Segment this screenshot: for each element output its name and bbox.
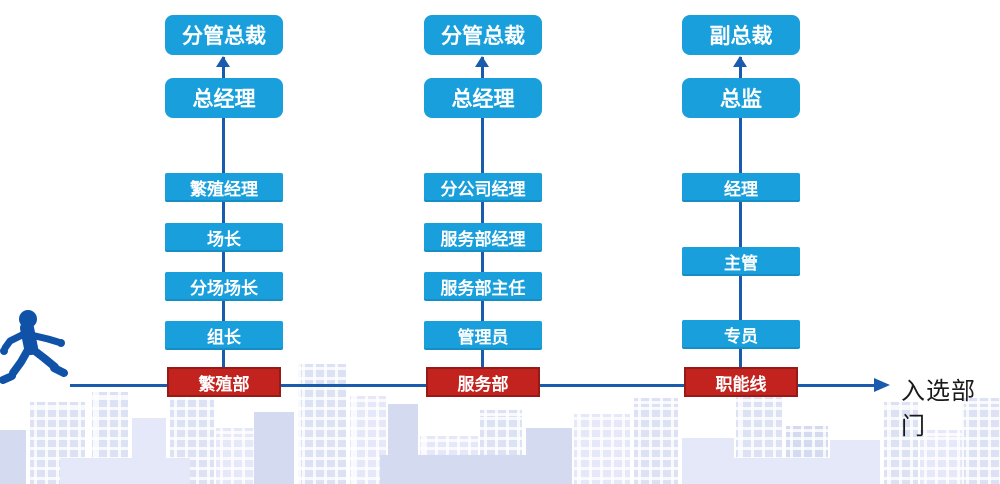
- node-col3-mid3: 专员: [682, 320, 800, 349]
- node-col2-mid2: 服务部经理: [424, 223, 542, 252]
- department-col3: 职能线: [684, 367, 798, 397]
- arrow-up-icon: [733, 56, 747, 67]
- axis-label: 入选部门: [901, 378, 976, 440]
- node-col1-top1: 分管总裁: [165, 15, 283, 55]
- arrow-up-icon: [475, 56, 489, 67]
- node-col2-mid4: 管理员: [424, 321, 542, 350]
- node-col1-mid1: 繁殖经理: [165, 173, 283, 202]
- building: [884, 402, 918, 484]
- building: [60, 458, 190, 484]
- node-col3-mid2: 主管: [682, 247, 800, 276]
- department-col1: 繁殖部: [167, 367, 281, 397]
- node-col1-mid4: 组长: [165, 321, 283, 350]
- node-col2-top1: 分管总裁: [424, 15, 542, 55]
- node-col3-top2: 总监: [682, 78, 800, 118]
- ladder-line-1: [222, 57, 225, 386]
- building: [298, 364, 346, 484]
- building: [920, 430, 964, 484]
- building: [634, 398, 678, 484]
- department-col2: 服务部: [426, 367, 540, 397]
- node-col1-mid3: 分场场长: [165, 272, 283, 301]
- node-col2-mid3: 服务部主任: [424, 272, 542, 301]
- node-col1-mid2: 场长: [165, 223, 283, 252]
- building: [574, 414, 630, 484]
- ladder-line-2: [481, 57, 484, 386]
- node-col1-top2: 总经理: [165, 78, 283, 118]
- arrow-up-icon: [216, 56, 230, 67]
- arrow-right-icon: [874, 378, 890, 392]
- node-col3-top1: 副总裁: [682, 15, 800, 55]
- building: [0, 430, 26, 484]
- node-col3-mid1: 经理: [682, 173, 800, 202]
- building: [700, 458, 850, 484]
- node-col2-top2: 总经理: [424, 78, 542, 118]
- building: [962, 398, 1000, 484]
- node-col2-mid1: 分公司经理: [424, 173, 542, 202]
- building: [254, 412, 294, 484]
- building: [380, 455, 550, 484]
- ladder-line-3: [739, 57, 742, 386]
- runner-icon: [0, 310, 68, 384]
